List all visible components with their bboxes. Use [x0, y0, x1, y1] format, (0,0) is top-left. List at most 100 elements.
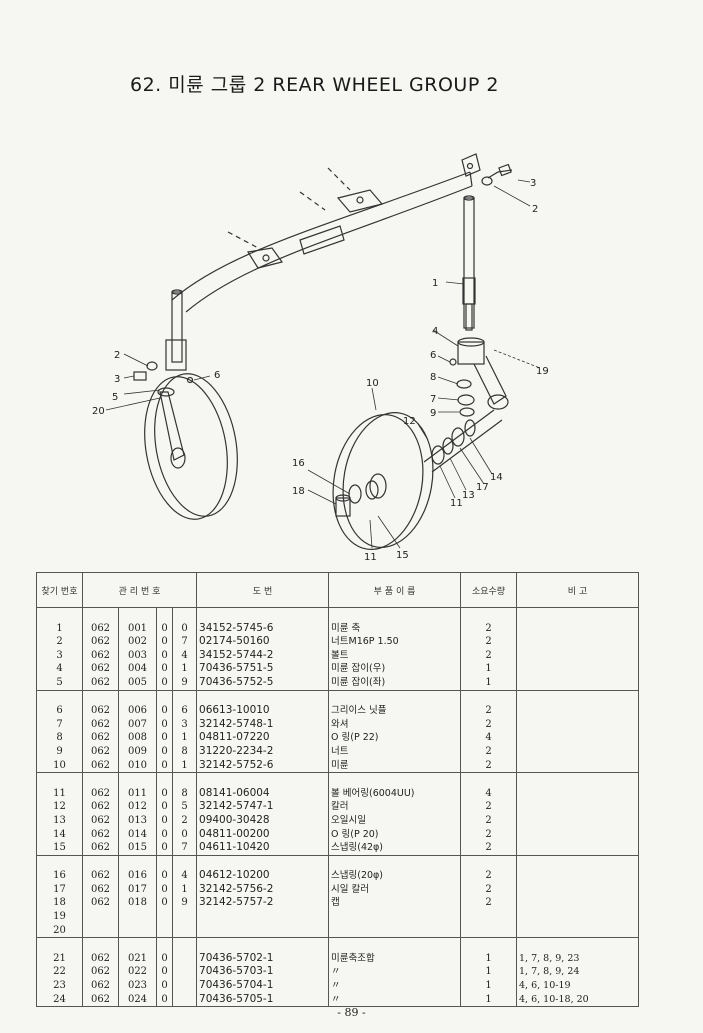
cell-ref-no: 8	[36, 731, 83, 745]
cell-mgmt-b: 012	[118, 800, 157, 814]
spacer-cell	[328, 855, 462, 870]
cell-drawing-no	[196, 923, 330, 939]
cell-mgmt-d: 7	[171, 635, 198, 649]
cell-drawing-no: 04811-00200	[196, 827, 330, 842]
cell-ref-no: 7	[36, 717, 83, 732]
spacer-cell	[171, 690, 198, 705]
cell-quantity: 1	[460, 662, 518, 676]
cell-drawing-no: 09400-30428	[196, 813, 330, 828]
cell-remarks	[516, 786, 640, 801]
cell-drawing-no: 32142-5747-1	[196, 800, 330, 814]
cell-part-name: 미륜축조합	[328, 951, 462, 966]
cell-ref-no: 12	[36, 800, 83, 814]
spacer-cell	[328, 937, 462, 952]
cell-ref-no: 17	[36, 882, 83, 897]
spacer-cell	[118, 607, 157, 622]
cell-part-name: 오일시일	[328, 813, 462, 828]
cell-drawing-no: 70436-5704-1	[196, 979, 330, 993]
header-quantity: 소요수량	[460, 572, 518, 608]
cell-part-name: 스냅링(42φ)	[328, 841, 462, 856]
cell-mgmt-b: 023	[118, 979, 157, 993]
cell-mgmt-a: 062	[82, 813, 119, 828]
cell-remarks	[516, 910, 640, 924]
cell-remarks	[516, 675, 640, 691]
cell-mgmt-d: 0	[171, 621, 198, 636]
cell-part-name: O 링(P 22)	[328, 731, 462, 745]
cell-mgmt-d: 3	[171, 717, 198, 732]
cell-mgmt-a: 062	[82, 951, 119, 966]
cell-mgmt-b: 004	[118, 662, 157, 676]
cell-quantity: 2	[460, 621, 518, 636]
cell-remarks	[516, 882, 640, 897]
cell-mgmt-d: 8	[171, 786, 198, 801]
cell-mgmt-c: 0	[156, 621, 173, 636]
cell-mgmt-a: 062	[82, 869, 119, 883]
cell-remarks	[516, 704, 640, 718]
cell-mgmt-d	[171, 992, 198, 1008]
cell-remarks	[516, 635, 640, 649]
spacer-cell	[156, 607, 173, 622]
cell-mgmt-d: 6	[171, 704, 198, 718]
spacer-cell	[156, 937, 173, 952]
callout-label: 3	[114, 374, 120, 385]
cell-quantity: 2	[460, 882, 518, 897]
cell-part-name	[328, 910, 462, 924]
cell-ref-no: 13	[36, 813, 83, 828]
cell-mgmt-b: 016	[118, 869, 157, 883]
cell-remarks: 4, 6, 10-18, 20	[516, 992, 640, 1008]
spacer-cell	[118, 855, 157, 870]
cell-quantity: 2	[460, 813, 518, 828]
cell-mgmt-d: 1	[171, 731, 198, 745]
spacer-cell	[82, 855, 119, 870]
cell-ref-no: 6	[36, 704, 83, 718]
cell-mgmt-a: 062	[82, 704, 119, 718]
cell-quantity	[460, 923, 518, 939]
cell-remarks	[516, 800, 640, 814]
cell-drawing-no: 31220-2234-2	[196, 744, 330, 759]
cell-remarks	[516, 923, 640, 939]
cell-mgmt-b: 017	[118, 882, 157, 897]
spacer-cell	[196, 690, 330, 705]
cell-mgmt-c	[156, 910, 173, 924]
cell-drawing-no: 32142-5756-2	[196, 882, 330, 897]
callout-label: 9	[430, 408, 436, 419]
cell-mgmt-d	[171, 979, 198, 993]
spacer-cell	[82, 937, 119, 952]
cell-remarks	[516, 621, 640, 636]
cell-drawing-no: 70436-5752-5	[196, 675, 330, 691]
spacer-cell	[156, 855, 173, 870]
cell-drawing-no: 32142-5748-1	[196, 717, 330, 732]
cell-quantity: 1	[460, 992, 518, 1008]
spacer-cell	[36, 937, 83, 952]
cell-mgmt-d: 7	[171, 841, 198, 856]
cell-remarks	[516, 896, 640, 911]
spacer-cell	[118, 690, 157, 705]
cell-mgmt-c: 0	[156, 758, 173, 774]
cell-mgmt-a: 062	[82, 675, 119, 691]
spacer-cell	[156, 772, 173, 787]
cell-drawing-no: 04612-10200	[196, 869, 330, 883]
cell-mgmt-b: 006	[118, 704, 157, 718]
callout-label: 7	[430, 394, 436, 405]
cell-mgmt-b: 011	[118, 786, 157, 801]
spacer-cell	[171, 607, 198, 622]
cell-quantity: 2	[460, 648, 518, 663]
callout-label: 10	[366, 378, 379, 389]
callout-label: 2	[114, 350, 120, 361]
spacer-cell	[516, 937, 640, 952]
cell-part-name: 미륜	[328, 758, 462, 774]
cell-drawing-no: 70436-5702-1	[196, 951, 330, 966]
spacer-cell	[516, 607, 640, 622]
cell-part-name: 미륜 잡이(우)	[328, 662, 462, 676]
cell-mgmt-b: 021	[118, 951, 157, 966]
cell-mgmt-d: 0	[171, 827, 198, 842]
cell-part-name: O 링(P 20)	[328, 827, 462, 842]
cell-remarks: 4, 6, 10-19	[516, 979, 640, 993]
